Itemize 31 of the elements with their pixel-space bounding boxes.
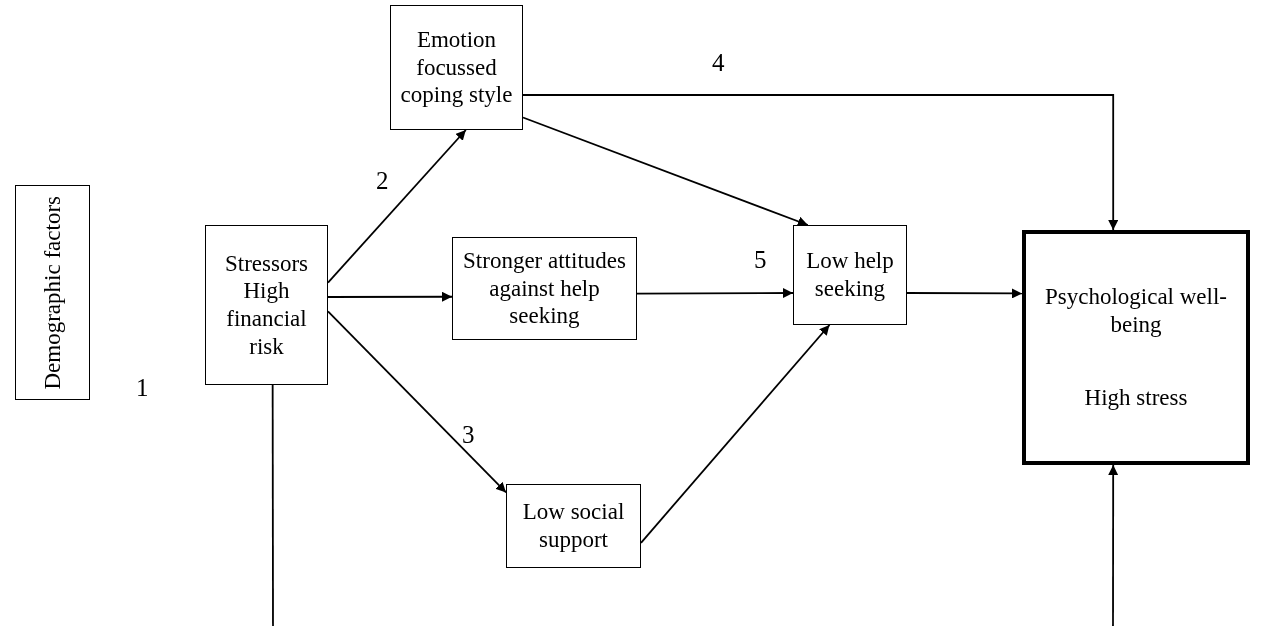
callout-number: 2 (376, 168, 389, 193)
box-text: Psychological well-being (1043, 283, 1228, 339)
callout-number: 3 (462, 422, 475, 447)
arrow (636, 288, 794, 299)
process-box (1022, 230, 1250, 465)
arrow (327, 291, 453, 302)
callout-number: 5 (754, 247, 767, 272)
arrow (1108, 464, 1119, 626)
process-box (452, 237, 637, 340)
process-box (506, 484, 641, 568)
process-box (15, 185, 90, 400)
box-text: Low help seeking (805, 247, 895, 303)
arrow (640, 324, 831, 544)
box-text: Demographic factors (38, 195, 66, 390)
box-text: Stronger attitudes against help seeking (462, 247, 627, 330)
box-text: High financial risk (225, 277, 308, 361)
process-box (793, 225, 907, 325)
box-text: High stress (1084, 384, 1188, 412)
process-box (205, 225, 328, 385)
arrow (327, 310, 507, 494)
arrow (522, 94, 1119, 231)
connector-line (271, 384, 274, 626)
arrow (327, 129, 467, 284)
callout-number: 4 (712, 50, 725, 75)
box-text: Emotion focussed coping style (399, 26, 514, 109)
box-text: Stressors (224, 249, 309, 278)
arrow (522, 116, 809, 227)
box-text: Low social support (521, 498, 626, 554)
callout-number: 1 (136, 375, 149, 400)
arrow (906, 288, 1023, 299)
process-box (390, 5, 523, 130)
